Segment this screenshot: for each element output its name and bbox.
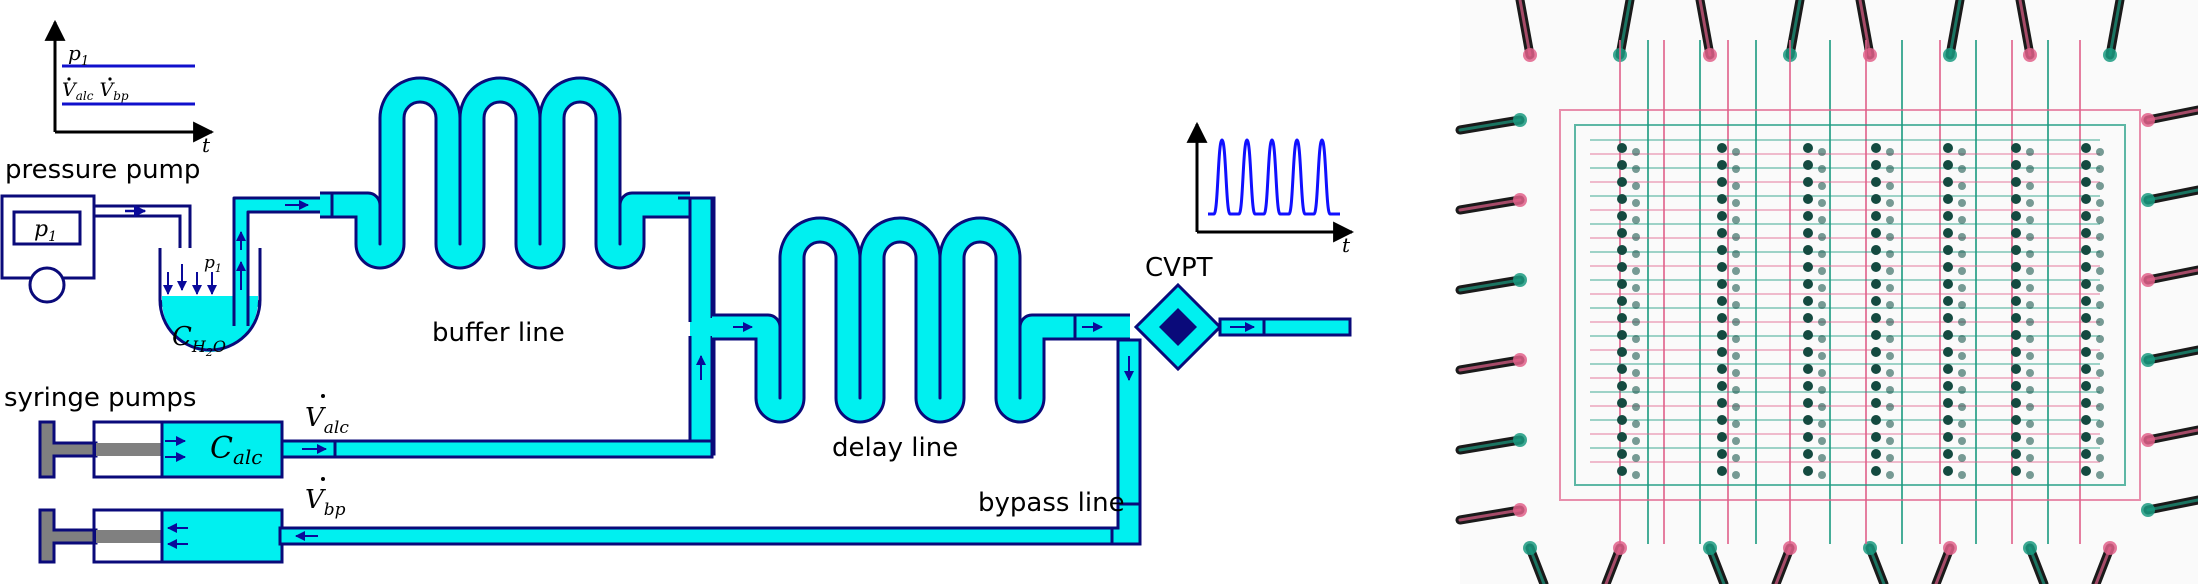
- chip-photo: [1455, 0, 2198, 584]
- cvpt-label: CVPT: [1145, 253, 1213, 283]
- syringe-pump-bp: [38, 508, 284, 564]
- cvpt-device: [1133, 282, 1352, 372]
- buffer-line: [320, 76, 690, 270]
- pressure-pump-label: pressure pump: [5, 155, 200, 185]
- bypass-line: [278, 338, 1142, 546]
- v-alc-label: Valc: [305, 403, 349, 438]
- delay-line-label: delay line: [832, 433, 958, 463]
- junction: [678, 196, 716, 456]
- svg-text:CH2O: CH2O: [172, 322, 226, 359]
- syringe-pump-alc: Calc: [38, 420, 284, 479]
- svg-text:t: t: [1342, 233, 1351, 257]
- pulse-trace: [1208, 138, 1340, 216]
- svg-text:p1: p1: [34, 217, 57, 245]
- svg-text:p1: p1: [68, 41, 89, 69]
- svg-text:t: t: [202, 133, 211, 157]
- pressure-pump: p1: [0, 194, 96, 280]
- svg-text:p1: p1: [204, 253, 222, 275]
- bypass-line-label: bypass line: [978, 488, 1125, 518]
- v-bp-label: Vbp: [305, 485, 346, 520]
- syringe-pumps-label: syringe pumps: [4, 383, 196, 413]
- delay-line: [712, 216, 1130, 424]
- alcohol-line: [278, 439, 714, 459]
- svg-text:Calc: Calc: [210, 431, 263, 469]
- pulse-inset: t: [1186, 121, 1355, 257]
- buffer-line-label: buffer line: [432, 318, 565, 348]
